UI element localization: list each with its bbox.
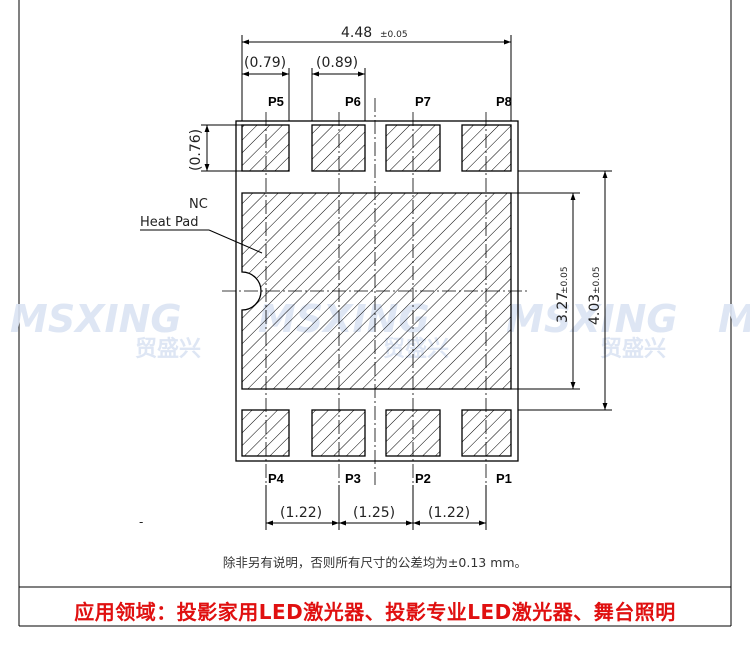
heat-pad-leader	[140, 229, 263, 254]
bottom-pitch-2-label: (1.25)	[353, 505, 395, 521]
dim-overall-width	[241, 35, 512, 121]
overall-width-value: 4.48	[341, 25, 372, 41]
watermark: MSXING MSXING MSXING MSXING 贸盛兴 贸盛兴 贸盛兴	[10, 297, 750, 362]
dash-mark: -	[139, 515, 143, 529]
bottom-pitch-3-label: (1.22)	[428, 505, 470, 521]
svg-text:MSXING: MSXING	[718, 297, 750, 341]
svg-text:MSXING: MSXING	[10, 297, 182, 341]
svg-text:±0.05: ±0.05	[592, 266, 602, 294]
pin-label-p2: P2	[415, 471, 431, 486]
dim-pad-height	[201, 124, 242, 172]
bottom-pitch-1-label: (1.22)	[280, 505, 322, 521]
pitch-089-label: (0.89)	[316, 55, 358, 71]
overall-width-tol: ±0.05	[380, 30, 408, 40]
svg-text:3.27: 3.27	[555, 292, 571, 323]
overall-height-label: 4.03 ±0.05	[587, 266, 603, 325]
pad-p4	[241, 409, 290, 457]
pin-label-p3: P3	[345, 471, 361, 486]
pad-p8	[461, 124, 512, 172]
svg-text:贸盛兴: 贸盛兴	[135, 336, 201, 362]
dim-bottom-pitches	[265, 485, 487, 530]
page-frame	[18, 0, 732, 627]
dim-pad-pitches	[242, 68, 366, 121]
pin-label-p1: P1	[496, 471, 512, 486]
nc-label: NC	[189, 197, 208, 212]
pin-labels-top: P5 P6 P7 P8	[268, 94, 512, 109]
pad-p3	[311, 409, 366, 457]
svg-text:贸盛兴: 贸盛兴	[600, 336, 666, 362]
pin-labels-bottom: P4 P3 P2 P1	[268, 471, 512, 486]
pitch-079-label: (0.79)	[244, 55, 286, 71]
pad-height-label: (0.76)	[188, 129, 204, 171]
svg-text:MSXING: MSXING	[506, 297, 678, 341]
pad-p1	[461, 409, 512, 457]
pin-label-p6: P6	[345, 94, 361, 109]
svg-text:4.03: 4.03	[587, 294, 603, 325]
pad-p6	[311, 124, 366, 172]
bottom-pads	[241, 409, 512, 457]
svg-text:±0.05: ±0.05	[560, 266, 570, 294]
dim-heights	[511, 170, 612, 411]
center-lines	[222, 98, 530, 485]
pin-label-p8: P8	[496, 94, 512, 109]
pad-p5	[241, 124, 290, 172]
pin-label-p5: P5	[268, 94, 284, 109]
top-pads	[241, 124, 512, 172]
tolerance-note: 除非另有说明，否则所有尺寸的公差均为±0.13 mm。	[222, 555, 528, 570]
pin-label-p7: P7	[415, 94, 431, 109]
pin-label-p4: P4	[268, 471, 285, 486]
heat-pad-height-label: 3.27 ±0.05	[555, 266, 571, 323]
application-banner: 应用领域：投影家用LED激光器、投影专业LED激光器、舞台照明	[74, 600, 676, 624]
heat-pad-label: Heat Pad	[140, 215, 198, 230]
